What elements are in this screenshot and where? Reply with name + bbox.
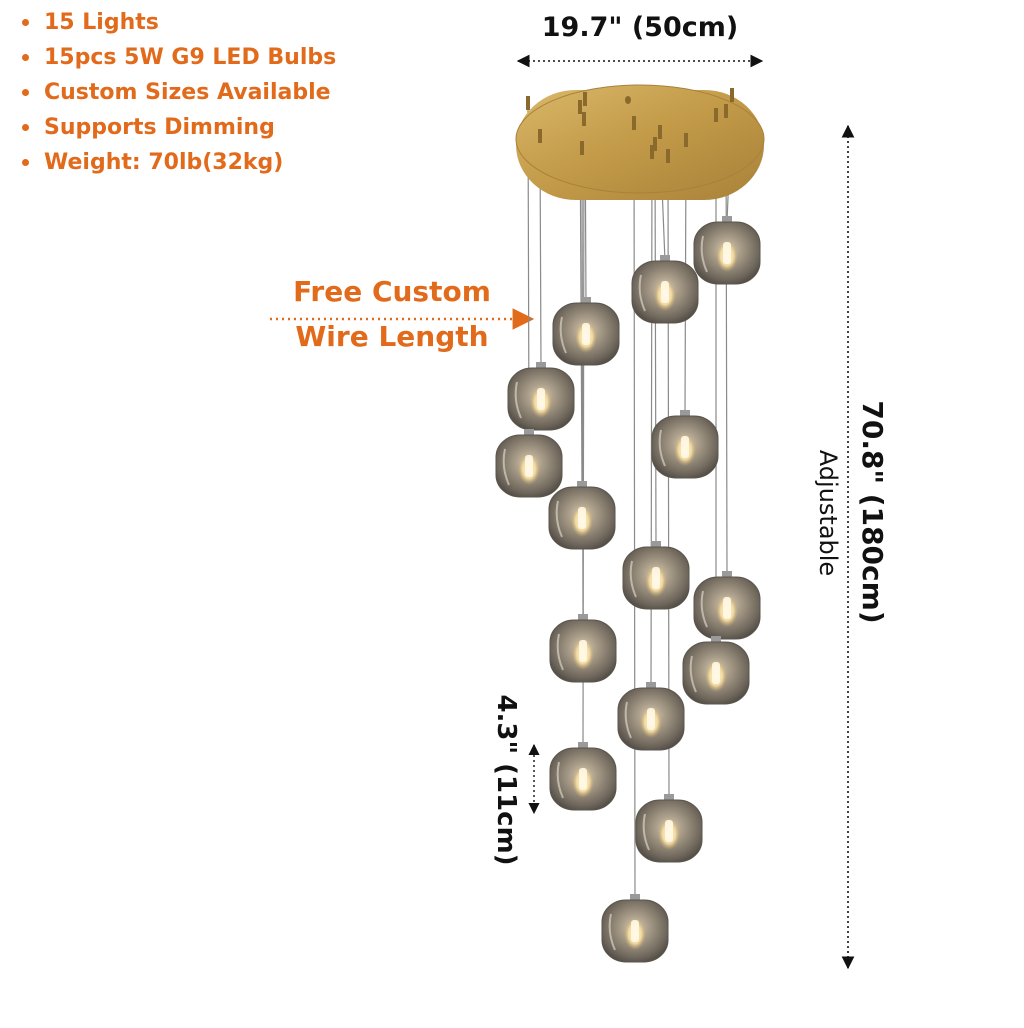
wire-anchor <box>580 141 584 155</box>
wire-anchor <box>658 125 662 139</box>
pendant-shade <box>635 794 703 863</box>
wire-anchor <box>578 100 582 114</box>
pendant-shade <box>495 429 563 498</box>
brass-canopy <box>515 84 765 200</box>
wire-anchor <box>538 129 542 143</box>
pendant-wire <box>654 148 657 548</box>
pendant-shade <box>631 255 699 324</box>
wire-anchor <box>730 88 734 102</box>
height-dimension-label: 70.8" (180cm) <box>856 400 889 624</box>
feature-item: 15 Lights <box>18 6 336 41</box>
pendant-shade <box>601 894 669 963</box>
feature-item: Supports Dimming <box>18 111 336 146</box>
pendant-shade <box>693 216 761 285</box>
feature-item: Custom Sizes Available <box>18 76 336 111</box>
pendant-shade <box>552 297 620 366</box>
pendant-shade <box>548 481 616 550</box>
wire-anchor <box>724 104 728 118</box>
wire-anchor <box>650 145 654 159</box>
pendant-shades <box>495 216 761 963</box>
wire-callout-line2: Wire Length <box>295 320 489 353</box>
pendant-shade <box>693 571 761 640</box>
feature-item: Weight: 70lb(32kg) <box>18 146 336 181</box>
wire-anchor <box>582 112 586 126</box>
wire-anchor <box>684 133 688 147</box>
height-adjustable-label: Adjustable <box>814 449 842 577</box>
feature-list: 15 Lights 15pcs 5W G9 LED Bulbs Custom S… <box>18 6 336 181</box>
wire-callout-line1: Free Custom <box>293 275 491 308</box>
pendant-shade <box>622 541 690 610</box>
pendant-shade <box>549 742 617 811</box>
wire-anchors <box>526 88 734 163</box>
wire-anchor <box>583 92 587 106</box>
wire-anchor <box>653 137 657 151</box>
shade-dimension-label: 4.3" (11cm) <box>491 694 521 866</box>
wire-anchor <box>526 96 530 110</box>
pendant-shade <box>549 614 617 683</box>
wire-anchor <box>714 108 718 122</box>
feature-item: 15pcs 5W G9 LED Bulbs <box>18 41 336 76</box>
pendant-shade <box>617 682 685 751</box>
pendant-wire <box>633 127 636 901</box>
pendant-shade <box>651 410 719 479</box>
width-dimension-label: 19.7" (50cm) <box>541 12 739 43</box>
wire-anchor <box>632 116 636 130</box>
pendant-shade <box>682 636 750 705</box>
wire-anchor <box>666 149 670 163</box>
pendant-shade <box>507 362 575 431</box>
